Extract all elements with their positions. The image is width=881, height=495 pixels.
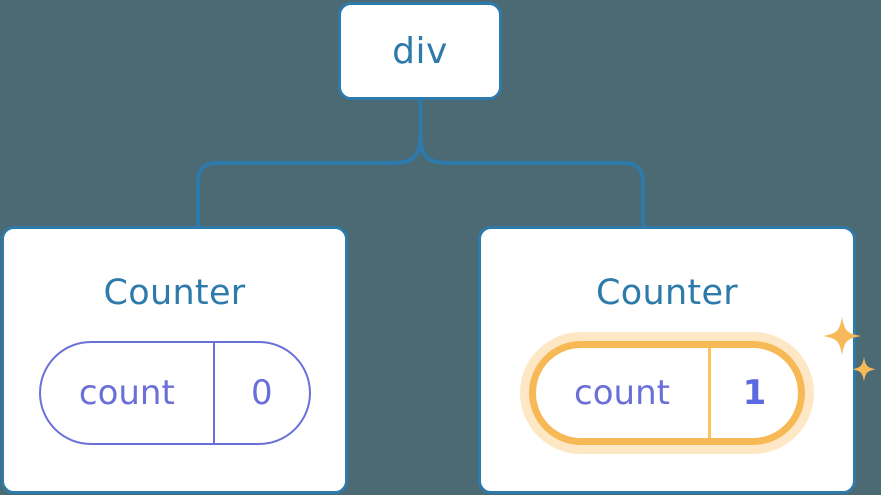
- sparkle-small: [852, 357, 876, 382]
- sparkle-large: [823, 317, 861, 355]
- state-key-label: count: [574, 373, 670, 413]
- state-value-cell: 0: [215, 343, 308, 443]
- state-value-cell: 1: [711, 348, 798, 438]
- connector-branch-left: [196, 134, 423, 226]
- state-value-label: 0: [251, 373, 273, 413]
- state-value-label: 1: [742, 373, 767, 413]
- component-card-counter-left[interactable]: Counter count 0: [1, 226, 348, 494]
- component-title: Counter: [103, 273, 246, 313]
- state-pill-wrap-left: count 0: [38, 341, 311, 445]
- component-title: Counter: [596, 273, 738, 313]
- component-card-counter-right[interactable]: Counter count 1: [478, 226, 876, 494]
- tree-node-div[interactable]: div: [338, 2, 502, 100]
- tree-node-div-label: div: [392, 30, 448, 72]
- state-pill-wrap-right: count 1: [529, 317, 876, 445]
- state-key-label: count: [78, 373, 175, 413]
- connector-branch-right: [418, 134, 645, 226]
- state-key-cell: count: [41, 343, 216, 443]
- sparkles-icon: [823, 317, 876, 382]
- state-pill-count-1-highlighted[interactable]: count 1: [529, 341, 805, 445]
- state-pill-count-0[interactable]: count 0: [38, 341, 311, 445]
- state-key-cell: count: [536, 348, 711, 438]
